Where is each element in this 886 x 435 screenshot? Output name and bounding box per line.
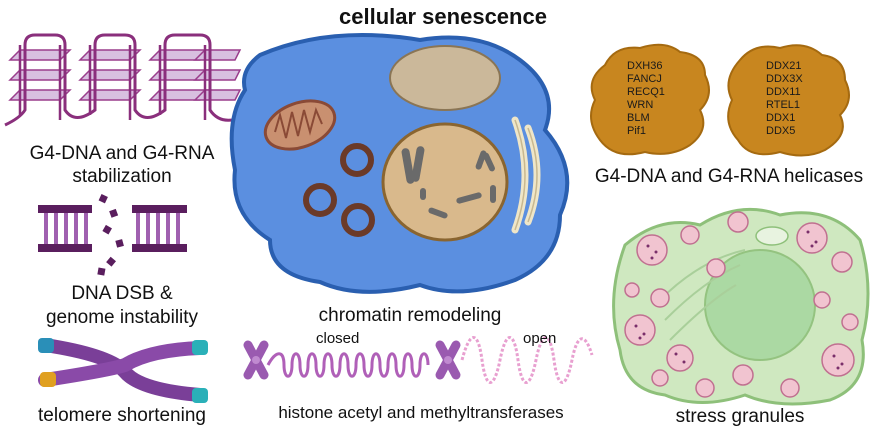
helicase-name: DDX5 — [766, 125, 796, 137]
label-stress-granules: stress granules — [675, 406, 805, 427]
dna-dsb-icon — [38, 194, 187, 276]
helicase-name: DDX1 — [766, 112, 796, 124]
senescent-cell-icon — [229, 33, 570, 294]
helicase-name: DDX3X — [766, 73, 803, 85]
chromatin-open-icon — [435, 336, 594, 384]
telomere-chromosome-icon — [38, 338, 208, 403]
label-g4-stabilization-line2: stabilization — [72, 166, 172, 187]
mitochondrion-icon — [263, 99, 337, 151]
label-telomere: telomere shortening — [38, 405, 206, 426]
helicase-name: Pif1 — [627, 125, 646, 137]
helicase-name: DDX21 — [766, 60, 802, 72]
helicase-name: DDX11 — [766, 86, 801, 98]
helicase-name: BLM — [627, 112, 650, 124]
helicase-protein-blobs — [590, 43, 850, 157]
label-helicases: G4-DNA and G4-RNA helicases — [594, 166, 864, 187]
label-closed: closed — [316, 330, 360, 347]
helicase-group-1: DXH36 FANCJ RECQ1 WRN BLM Pif1 — [627, 60, 665, 138]
helicase-name: RTEL1 — [766, 99, 801, 111]
label-dsb-line2: genome instability — [45, 307, 199, 328]
label-histone-transferases: histone acetyl and methyltransferases — [278, 403, 564, 422]
helicase-name: RECQ1 — [627, 86, 665, 98]
g4-quadruplex-icon — [4, 33, 242, 127]
stress-granule-cell-icon — [612, 207, 870, 406]
label-dsb-line1: DNA DSB & — [71, 283, 173, 304]
stress-granules — [624, 211, 859, 398]
lysosome-rings-icon — [303, 143, 375, 237]
label-chromatin-remodeling: chromatin remodeling — [318, 305, 502, 326]
helicase-group-2: DDX21 DDX3X DDX11 RTEL1 DDX1 DDX5 — [766, 60, 803, 138]
helicase-name: FANCJ — [627, 73, 662, 85]
label-open: open — [523, 330, 557, 347]
helicase-name: DXH36 — [627, 60, 663, 72]
helicase-name: WRN — [627, 99, 654, 111]
figure-title: cellular senescence — [339, 4, 547, 29]
chromatin-closed-icon — [243, 340, 430, 380]
label-g4-stabilization-line1: G4-DNA and G4-RNA — [29, 143, 215, 164]
